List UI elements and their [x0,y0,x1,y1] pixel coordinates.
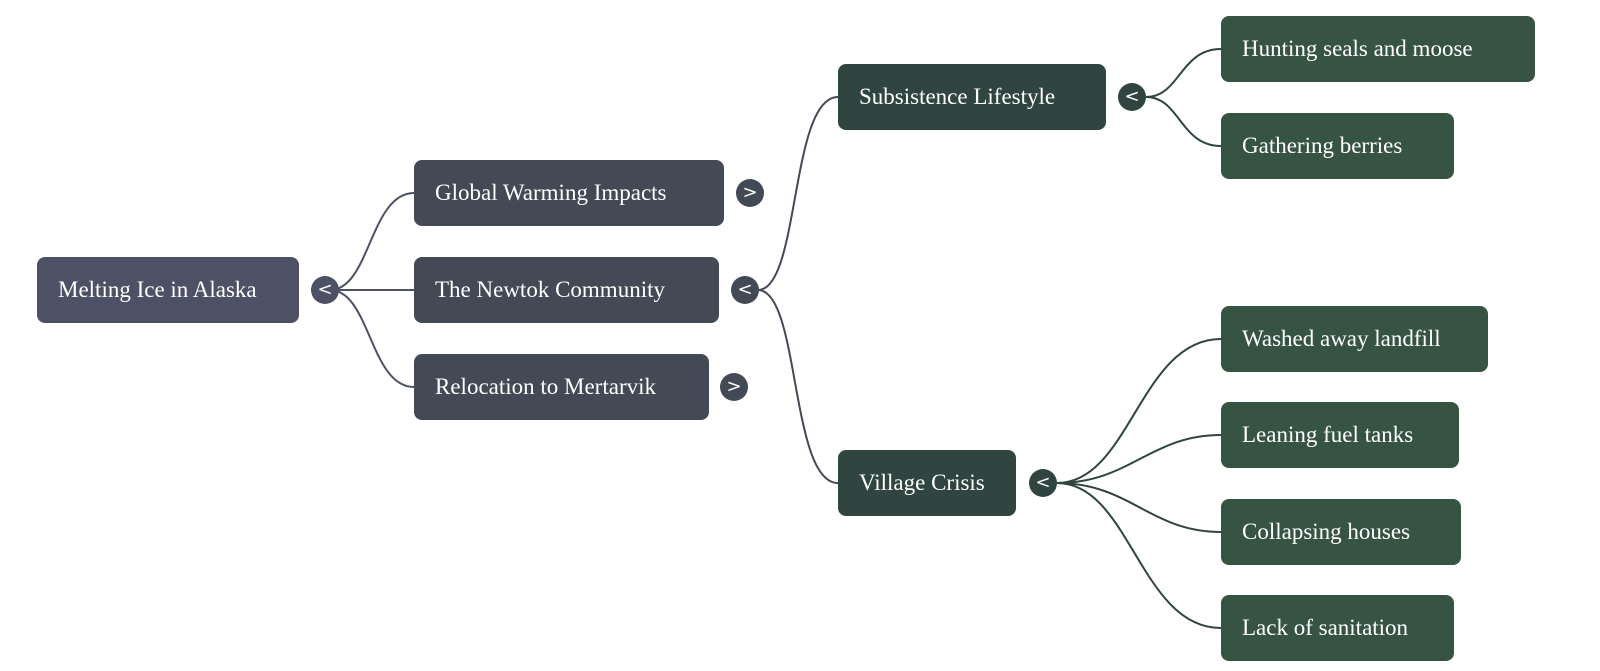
edge-root-global [329,192,415,291]
collapse-toggle-root[interactable]: < [311,276,339,304]
expand-toggle-relocation[interactable]: > [720,373,748,401]
edge-root-relocation [329,289,415,388]
edge-village-sanitation [1056,482,1222,629]
edge-village-fuel [1056,434,1222,484]
edge-village-houses [1056,482,1222,533]
collapse-toggle-village-crisis[interactable]: < [1029,469,1057,497]
node-washed-away-landfill[interactable]: Washed away landfill [1221,306,1488,372]
edge-newtok-subsistence [757,96,839,291]
edge-subsistence-gathering [1145,96,1222,147]
node-hunting-seals-and-moose[interactable]: Hunting seals and moose [1221,16,1535,82]
node-collapsing-houses[interactable]: Collapsing houses [1221,499,1461,565]
edge-village-landfill [1056,338,1222,484]
node-melting-ice-in-alaska[interactable]: Melting Ice in Alaska [37,257,299,323]
node-lack-of-sanitation[interactable]: Lack of sanitation [1221,595,1454,661]
node-subsistence-lifestyle[interactable]: Subsistence Lifestyle [838,64,1106,130]
edge-newtok-village [757,289,839,484]
edge-subsistence-hunting [1145,48,1222,98]
node-gathering-berries[interactable]: Gathering berries [1221,113,1454,179]
node-village-crisis[interactable]: Village Crisis [838,450,1016,516]
node-leaning-fuel-tanks[interactable]: Leaning fuel tanks [1221,402,1459,468]
collapse-toggle-newtok[interactable]: < [731,276,759,304]
node-relocation-to-mertarvik[interactable]: Relocation to Mertarvik [414,354,709,420]
node-global-warming-impacts[interactable]: Global Warming Impacts [414,160,724,226]
expand-toggle-global-warming[interactable]: > [736,179,764,207]
node-the-newtok-community[interactable]: The Newtok Community [414,257,719,323]
collapse-toggle-subsistence[interactable]: < [1118,83,1146,111]
